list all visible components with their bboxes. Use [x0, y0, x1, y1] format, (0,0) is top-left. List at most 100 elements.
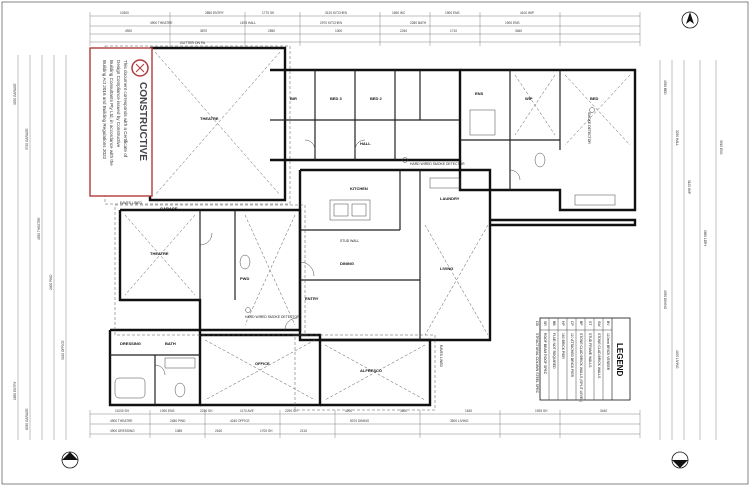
room-label: LIVING [440, 266, 453, 271]
dim-label: 1090 ENS [160, 409, 175, 413]
dim-label: 2160 [215, 429, 222, 433]
legend-desc: STRUCTURAL COLUMN STEEL SPEC [535, 333, 539, 394]
constructive-logo-icon [131, 59, 149, 77]
room-labels: THEATRE BIR BED 3 BED 2 HALL KITCHEN LAU… [120, 91, 599, 373]
legend-desc: ROOF BEAM ROOF SPEC [543, 333, 547, 375]
dim-label: 3230 HALL [675, 130, 679, 146]
dim-label: 4240 OFFICE [230, 419, 250, 423]
room-label: THEATRE [200, 116, 219, 121]
room-label: THEATRE [150, 251, 169, 256]
legend-desc: 110 ATTACHED BRICK PIER [570, 333, 574, 378]
room-label: WIP [525, 96, 533, 101]
dim-label: 2970 KITCHEN [320, 21, 343, 25]
note-text: EAVES LINED [120, 201, 143, 205]
note-text: HARD WIRED SMOKE DETECTOR [410, 162, 465, 166]
right-dim-labels: 4330 BED 3230 HALL 3120 WIP 2660 LDRY 49… [663, 80, 723, 369]
bottom-dimension-lines [89, 410, 641, 438]
dim-label: 1925 SH [535, 409, 548, 413]
dim-label: 4920 [125, 29, 132, 33]
dim-label: 3870 [200, 29, 207, 33]
legend-desc: STONE CLAD BRICK WALLS [597, 333, 601, 379]
top-dim-row3: 4920 3870 2550 1000 2240 1710 3460 [125, 29, 522, 33]
dim-label: 3910 ENS [719, 140, 723, 155]
dim-label: 2115 [300, 429, 307, 433]
legend-desc: STUD FRAME WALLS [588, 333, 592, 368]
dim-label: 5070 DINING [350, 419, 370, 423]
room-label: DINING [340, 261, 354, 266]
dim-label: 3120 WIP [687, 180, 691, 194]
bottom-dim-row3: 4900 DRESSING 1085 2160 1700 SH 2115 [110, 429, 307, 433]
note-text: STUD WALL [340, 239, 359, 243]
dim-label: 4100 WIP [520, 11, 534, 15]
dim-label: 3460 [515, 29, 522, 33]
roof-hatch-lines [104, 45, 631, 411]
room-label: OFFICE [255, 361, 270, 366]
legend-code: SR [543, 321, 547, 326]
legend-code: HP [561, 321, 565, 326]
dim-label: 1710 [450, 29, 457, 33]
stamp-line: This document corresponds with a Certifi… [123, 60, 128, 158]
section-marker-icon [61, 451, 79, 469]
dim-label: 3500 LIVING [450, 419, 469, 423]
room-label: GARAGE [160, 206, 178, 211]
stamp-line: Building Act 2016 and Building Regulatio… [102, 60, 107, 160]
plan-notes: HARD WIRED SMOKE DETECTOR HARD WIRED SMO… [120, 41, 591, 368]
dim-label: 1900 ENS [505, 21, 520, 25]
top-dimension-lines [89, 12, 641, 46]
dim-label: 2550 [268, 29, 275, 33]
top-dim-row2: 4900 THEATRE 1675 HALL 2970 KITCHEN 2280… [150, 21, 520, 25]
room-label: ALFRESCO [360, 368, 382, 373]
dim-label: 2290 SH [285, 409, 298, 413]
dim-label: 2230 SH [200, 409, 213, 413]
dim-label: 4200 [345, 409, 352, 413]
stamp-brand: CONSTRUCTIVE [137, 82, 148, 161]
dim-label: 2660 LDRY [703, 230, 707, 247]
bottom-dim-row2: 4900 THEATRE 2480 PWD 4240 OFFICE 5070 D… [110, 419, 469, 423]
dim-label: 4900 THEATRE [150, 21, 173, 25]
legend-code: BB [552, 321, 556, 326]
left-dim-labels: 3250 GARAGE 3720 GARAGE 4550 THEATRE 240… [13, 83, 65, 430]
room-label: BIR [290, 96, 297, 101]
note-text: EAVES LINED [439, 345, 443, 368]
legend-box: LEGEND BV 110mm BRICK VENEER SW STONE CL… [535, 317, 631, 402]
dim-label: 4930 DINING [663, 290, 667, 310]
room-label: KITCHEN [350, 186, 368, 191]
note-text: GUTTER ON FA [180, 41, 206, 45]
legend-desc: FLUE NOT REQUIRED [552, 333, 556, 369]
dim-label: 2240 [400, 29, 407, 33]
dim-label: 2400 PWD [49, 274, 53, 290]
section-marker-icon [671, 451, 689, 469]
right-dimension-lines [659, 60, 717, 440]
room-label: ENS [475, 91, 484, 96]
dim-label: 1085 [175, 429, 182, 433]
certification-stamp: CONSTRUCTIVE This document corresponds w… [89, 47, 153, 197]
stamp-line: Design Compliance issued by Constructive [116, 60, 121, 148]
legend-code: CP [570, 321, 574, 326]
legend-code: BV [606, 321, 610, 326]
legend-desc: 160 BRICK PIER [561, 333, 565, 359]
dim-label: 4550 THEATRE [37, 217, 41, 240]
dim-label: 3420 OFFICE [61, 340, 65, 360]
legend-code: SW [597, 321, 601, 327]
dim-label: 1170 AVE [240, 409, 254, 413]
room-label: LAUNDRY [440, 196, 460, 201]
dim-label: 3720 GARAGE [25, 128, 29, 150]
dim-label: 3440 [600, 409, 607, 413]
interior-walls [110, 70, 561, 405]
room-label: BED 3 [330, 96, 343, 101]
dim-label: 3400 [400, 409, 407, 413]
room-label: DRESSING [120, 341, 141, 346]
dim-label: 4400 LIVING [675, 350, 679, 369]
room-label: PWD [240, 276, 249, 281]
fixtures [114, 107, 616, 399]
dim-label: 2480 PWD [170, 419, 186, 423]
room-label: HALL [360, 141, 371, 146]
room-label: BATH [165, 341, 176, 346]
legend-items: BV 110mm BRICK VENEER SW STONE CLAD BRIC… [535, 318, 612, 402]
room-label: BED [590, 96, 599, 101]
dim-label: 4900 DRESSING [110, 429, 135, 433]
legend-code: BP [579, 321, 583, 326]
bottom-dim-row1: 11000 SH 1090 ENS 2230 SH 1170 AVE 2290 … [115, 409, 607, 413]
